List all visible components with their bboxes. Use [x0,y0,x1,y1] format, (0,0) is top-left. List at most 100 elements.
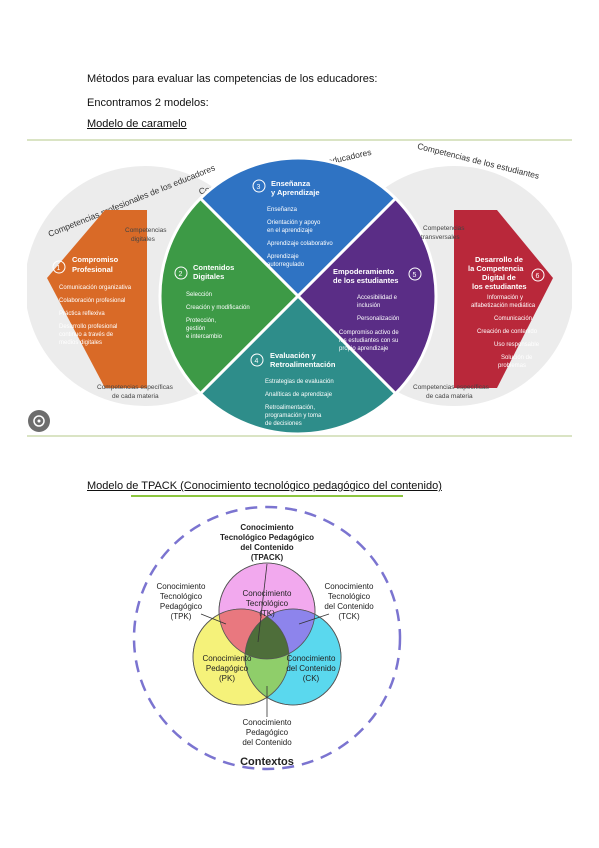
area1-number: 1 [57,265,61,272]
area1-title-1: Compromiso [72,255,119,264]
area2-shape [159,198,298,394]
area4-title-2: Retroalimentación [270,360,336,369]
tpack-label-4: (TPACK) [251,553,284,562]
area5-title-1: Empoderamiento [333,267,395,276]
area3-item: en el aprendizaje [267,228,313,234]
right-specific-2: de cada materia [426,393,473,400]
contextos-label: Contextos [240,756,294,768]
area6-number: 6 [536,273,540,280]
area3-title-2: y Aprendizaje [271,188,320,197]
left-digital-1: Competencias [125,227,167,234]
right-transversal-2: transversales [421,234,460,241]
area1-item: continuo a través de [59,332,114,338]
center-border [158,156,438,436]
tpk-label-4: (TPK) [171,612,192,621]
area3-number: 3 [257,184,261,191]
area1-item: medios digitales [59,340,102,346]
area1-item: Comunicación organizativa [59,285,132,291]
area3-item: Enseñanza [267,207,298,213]
area6-title-4: los estudiantes [472,282,527,291]
area5-item: Compromiso activo de [339,330,399,336]
area6-title-2: la Competencia [468,264,524,273]
area5-item: Personalización [357,316,399,322]
tpack-label-2: Tecnológico Pedagógico [220,533,314,542]
left-specific-1: Competencias específicas [97,384,174,391]
area6-title-3: Digital de [482,273,516,282]
area4-item: Estrategias de evaluación [265,379,334,385]
tk-label-3: (TK) [259,609,275,618]
area5-number-circle [408,267,422,281]
area3-item: Orientación y apoyo [267,220,321,226]
area6-title-1: Desarrollo de [475,255,523,264]
area3-shape [200,157,396,296]
lens-icon[interactable] [28,410,50,432]
pck-label-3: del Contenido [242,738,292,747]
area2-item: Protección, [186,318,216,324]
area2-number: 2 [179,271,183,278]
area6-item: Uso responsable [494,342,540,348]
tpk-label-1: Conocimiento [157,582,206,591]
pk-label-1: Conocimiento [203,654,252,663]
tpk-label-2: Tecnológico [160,592,203,601]
area4-item: Analíticas de aprendizaje [265,392,333,398]
area6-number-circle [531,268,545,282]
area1-item: Colaboración profesional [59,298,125,304]
area3-item: Aprendizaje colaborativo [267,241,333,247]
area5-shape [298,198,437,394]
area3-title-1: Enseñanza [271,179,311,188]
pck-label-1: Conocimiento [243,718,292,727]
left-specific-2: de cada materia [112,393,159,400]
area5-number: 5 [413,272,417,279]
right-specific-1: Competencias específicas [413,384,490,391]
caramel-model-diagram: Competencias profesionales de los educad… [27,139,572,437]
tpack-label-3: del Contenido [240,543,293,552]
area1-title-2: Profesional [72,265,113,274]
area1-shape [47,210,147,388]
tpack-pointer [257,563,268,643]
area6-item: Solución de [501,355,533,361]
area4-item: Retroalimentación, [265,405,315,411]
tpk-pointer [200,613,227,625]
intro-text: Métodos para evaluar las competencias de… [87,73,378,85]
ck-label-2: del Contenido [286,664,336,673]
area2-title-1: Contenidos [193,263,234,272]
area5-item: propio aprendizaje [339,346,389,352]
pk-label-2: Pedagógico [206,664,249,673]
area2-number-circle [174,266,188,280]
tpk-label-3: Pedagógico [160,602,203,611]
tk-label-1: Conocimiento [243,589,292,598]
tpack-center [245,609,289,659]
area6-item: problemas [498,363,526,369]
area5-item: inclusión [357,303,380,309]
area6-item: Comunicación [494,316,532,322]
area1-number-circle [52,260,66,274]
area1-item: Desarrollo profesional [59,324,117,330]
model1-title: Modelo de caramelo [87,118,187,130]
area1-item: Práctica reflexiva [59,311,105,317]
tk-label-2: Tecnológico [246,599,289,608]
area6-item: Creación de contenido [477,329,538,335]
area2-title-2: Digitales [193,272,224,281]
tck-label-4: (TCK) [338,612,360,621]
ck-label-3: (CK) [303,674,320,683]
tpack-diagram: Conocimiento Tecnológico Pedagógico del … [131,495,403,771]
area4-item: programación y toma [265,413,322,419]
ck-label-1: Conocimiento [287,654,336,663]
area4-number-circle [250,353,264,367]
left-digital-2: digitales [131,236,156,243]
area3-item: Aprendizaje [267,254,299,260]
area5-title-2: de los estudiantes [333,276,398,285]
tck-label-2: Tecnológico [328,592,371,601]
models-found-text: Encontramos 2 modelos: [87,97,209,109]
area4-title-1: Evaluación y [270,351,317,360]
area6-item: Información y [487,295,523,301]
area2-item: Selección [186,292,212,298]
area3-number-circle [252,179,266,193]
area2-item: gestión [186,326,205,332]
area2-item: Creación y modificación [186,305,250,311]
area6-item: alfabetización mediática [471,303,536,309]
area6-shape [454,210,553,388]
area4-item: de decisiones [265,421,302,427]
area5-item: Accesibilidad e [357,295,398,301]
area5-item: los estudiantes con su [339,338,398,344]
